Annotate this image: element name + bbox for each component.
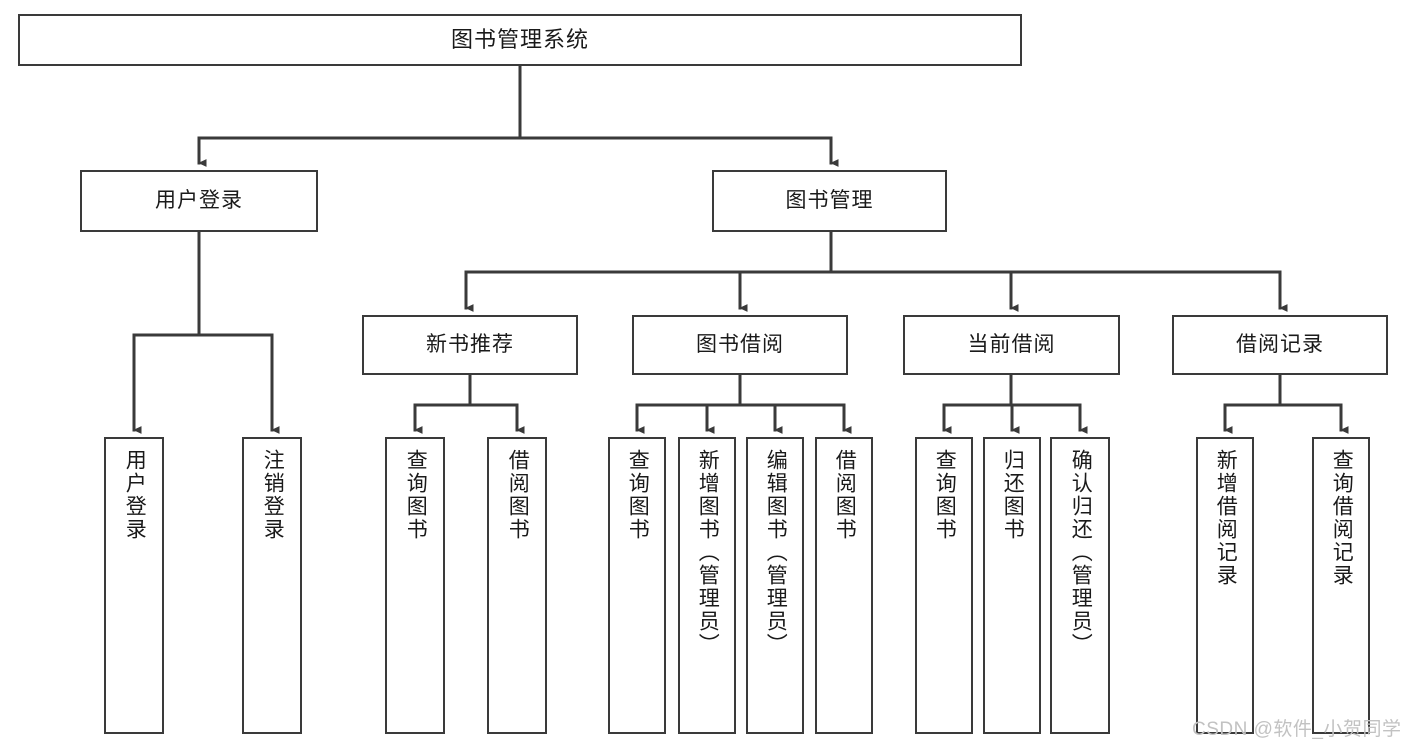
node-leaf-query-book-1[interactable]: 查询图书 [385, 437, 445, 734]
node-leaf-user-login-label: 用户登录 [123, 449, 147, 541]
node-book-borrow[interactable]: 图书借阅 [632, 315, 848, 375]
node-book-manage-label: 图书管理 [785, 189, 874, 213]
node-leaf-borrow-book-2-label: 借阅图书 [833, 449, 857, 541]
node-new-book-recommend-label: 新书推荐 [426, 333, 514, 357]
node-leaf-query-book-2[interactable]: 查询图书 [608, 437, 666, 734]
node-leaf-query-book-1-label: 查询图书 [404, 449, 428, 541]
node-leaf-edit-book-label: 编辑图书（管理员） [764, 449, 788, 656]
node-leaf-return-book[interactable]: 归还图书 [983, 437, 1041, 734]
csdn-watermark: CSDN @软件_小贺同学 [1192, 719, 1402, 740]
node-borrow-record[interactable]: 借阅记录 [1172, 315, 1388, 375]
node-leaf-borrow-book-2[interactable]: 借阅图书 [815, 437, 873, 734]
node-leaf-add-record-label: 新增借阅记录 [1214, 449, 1238, 587]
node-borrow-record-label: 借阅记录 [1236, 333, 1324, 357]
node-leaf-query-book-3[interactable]: 查询图书 [915, 437, 973, 734]
node-current-borrow[interactable]: 当前借阅 [903, 315, 1120, 375]
node-leaf-add-book[interactable]: 新增图书（管理员） [678, 437, 736, 734]
node-leaf-confirm-return-label: 确认归还（管理员） [1069, 449, 1093, 656]
node-new-book-recommend[interactable]: 新书推荐 [362, 315, 578, 375]
node-leaf-borrow-book-1-label: 借阅图书 [506, 449, 530, 541]
node-leaf-edit-book[interactable]: 编辑图书（管理员） [746, 437, 804, 734]
node-root-label: 图书管理系统 [450, 26, 589, 52]
node-book-borrow-label: 图书借阅 [696, 333, 784, 357]
node-user-login-label: 用户登录 [155, 189, 243, 213]
node-leaf-query-book-3-label: 查询图书 [933, 449, 957, 541]
node-leaf-user-logout[interactable]: 注销登录 [242, 437, 302, 734]
node-root-system[interactable]: 图书管理系统 [18, 14, 1022, 66]
node-leaf-user-logout-label: 注销登录 [261, 449, 285, 541]
node-user-login[interactable]: 用户登录 [80, 170, 318, 232]
node-leaf-confirm-return[interactable]: 确认归还（管理员） [1050, 437, 1110, 734]
node-leaf-query-record-label: 查询借阅记录 [1330, 449, 1354, 587]
node-leaf-return-book-label: 归还图书 [1001, 449, 1025, 541]
node-book-manage[interactable]: 图书管理 [712, 170, 947, 232]
node-leaf-user-login[interactable]: 用户登录 [104, 437, 164, 734]
node-leaf-borrow-book-1[interactable]: 借阅图书 [487, 437, 547, 734]
node-leaf-query-book-2-label: 查询图书 [626, 449, 650, 541]
node-leaf-add-book-label: 新增图书（管理员） [696, 449, 720, 656]
node-current-borrow-label: 当前借阅 [967, 333, 1056, 357]
node-leaf-add-record[interactable]: 新增借阅记录 [1196, 437, 1254, 734]
node-leaf-query-record[interactable]: 查询借阅记录 [1312, 437, 1370, 734]
